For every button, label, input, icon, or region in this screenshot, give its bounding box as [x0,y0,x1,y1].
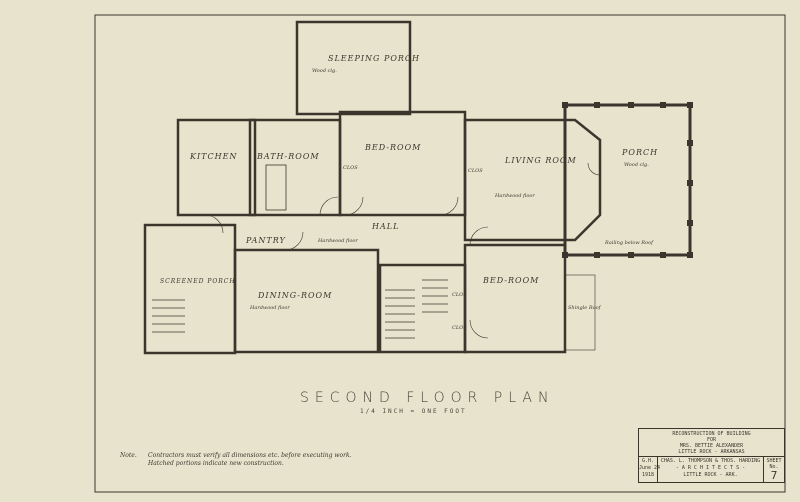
title-block-role: - A R C H I T E C T S - [675,465,746,471]
room-label-sleeping-porch: SLEEPING PORCH [328,54,421,63]
room-label-pantry: PANTRY [246,236,286,245]
sheet-border [94,14,786,493]
title-block-drawn-by: G.H. [641,458,655,464]
closet-label: CLOS [452,325,467,331]
title-block-date: June 24 [639,465,661,471]
stair-walls [378,263,467,354]
room-label-living-room: LIVING ROOM [505,156,577,165]
title-block-for: FOR [706,437,717,443]
closet-label: CLOS [452,292,467,298]
title-block-firm: CHAS. L. THOMPSON & THOS. HARDING [660,458,761,464]
annotation-wood-ceiling: Wood clg. [312,68,337,74]
general-notes: Note. Contractors must verify all dimens… [120,452,352,468]
drawing-title: SECOND FLOOR PLAN [300,390,555,406]
walls [143,20,692,355]
door-swings [204,162,601,339]
closet-label: CLOS [343,165,358,171]
room-label-screened-porch: SCREENED PORCH [160,278,236,285]
title-block-year: 1918 [641,472,655,478]
shingle-roof-outline [564,274,596,351]
title-block-location: LITTLE ROCK - ARKANSAS [678,449,745,455]
kitchen-walls [176,118,257,217]
room-label-dining-room: DINING-ROOM [258,291,333,300]
room-label-bath-room: BATH-ROOM [257,152,320,161]
annotation-hardwood-floor: Hardwood floor [250,305,290,311]
annotation-hardwood-floor: Hardwood floor [495,193,535,199]
bed-room-1-walls [338,110,467,217]
room-label-bed-room: BED-ROOM [483,276,540,285]
room-label-bed-room: BED-ROOM [365,143,422,152]
room-label-hall: HALL [372,222,400,231]
living-room-walls [463,118,602,242]
note-line: Contractors must verify all dimensions e… [148,452,352,459]
note-line: Hatched portions indicate new constructi… [148,460,284,467]
annotation-hardwood-floor: Hardwood floor [318,238,358,244]
annotation-railing: Railing below Roof [605,240,653,246]
notes-label: Note. [120,452,137,459]
title-block-city: LITTLE ROCK - ARK. [683,472,738,478]
drawing-scale: 1/4 INCH = ONE FOOT [360,408,467,415]
annotation-shingle-roof: Shingle Roof [568,305,601,311]
title-block-sheet-no-label: No. [769,464,779,470]
title-block-sheet-label: SHEET [766,458,782,464]
closet-label: CLOS [468,168,483,174]
annotation-wood-ceiling: Wood clg. [624,162,649,168]
room-label-porch: PORCH [622,148,659,157]
title-block-project: RECONSTRUCTION OF BUILDING [672,431,751,437]
title-block: RECONSTRUCTION OF BUILDING FOR MRS. BETT… [638,428,785,483]
sleeping-porch-walls [295,20,412,116]
bathtub [265,164,287,211]
title-block-sheet-number: 7 [770,469,778,482]
room-label-kitchen: KITCHEN [190,152,238,161]
porch-columns [562,102,693,258]
screened-porch-walls [143,223,237,355]
dining-room-walls [233,248,380,354]
title-block-client: MRS. BETTIE ALEXANDER [679,443,744,449]
stairs [152,279,448,339]
